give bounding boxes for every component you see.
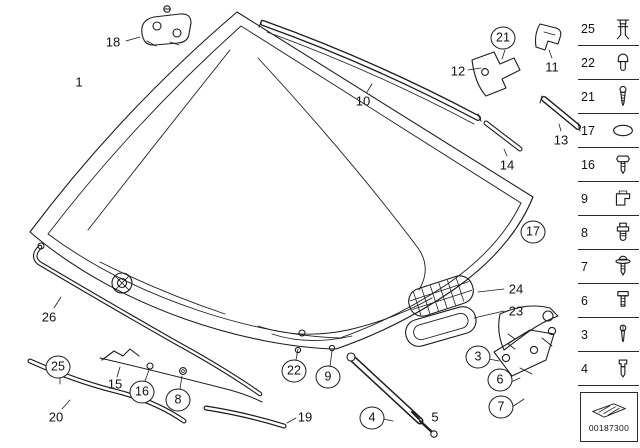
gasket-23 bbox=[405, 306, 477, 347]
leader-lines bbox=[53, 36, 562, 424]
shoulder-pin-icon bbox=[608, 355, 638, 382]
sidebar-item-7[interactable]: 7 bbox=[578, 250, 639, 284]
part-label-4[interactable]: 4 bbox=[359, 406, 385, 430]
part-number: 22 bbox=[581, 55, 595, 70]
part-label-25[interactable]: 25 bbox=[45, 355, 71, 379]
sidebar-item-4[interactable]: 4 bbox=[578, 352, 639, 386]
part-label-15[interactable]: 15 bbox=[107, 376, 123, 392]
diagram-id: 00187300 bbox=[588, 423, 630, 433]
part-label-22[interactable]: 22 bbox=[281, 359, 307, 383]
part-label-10[interactable]: 10 bbox=[355, 93, 371, 109]
part-label-7[interactable]: 7 bbox=[488, 395, 514, 419]
hex-screw-icon bbox=[608, 151, 638, 178]
part-label-16[interactable]: 16 bbox=[129, 380, 155, 404]
sidebar-item-17[interactable]: 17 bbox=[578, 114, 639, 148]
hinge-bracket-18 bbox=[141, 5, 192, 47]
strip-13 bbox=[539, 95, 581, 132]
part-label-14[interactable]: 14 bbox=[499, 157, 515, 173]
sidebar-item-21[interactable]: 21 bbox=[578, 80, 639, 114]
hinge-assembly bbox=[493, 305, 559, 377]
sidebar-item-25[interactable]: 25 bbox=[578, 12, 639, 46]
part-label-12[interactable]: 12 bbox=[450, 63, 466, 79]
part-label-21[interactable]: 21 bbox=[490, 26, 516, 50]
hood-outline bbox=[29, 11, 534, 350]
diagram-id-box: 00187300 bbox=[580, 392, 638, 442]
part-number: 6 bbox=[581, 293, 588, 308]
sidebar-item-22[interactable]: 22 bbox=[578, 46, 639, 80]
part-label-24[interactable]: 24 bbox=[508, 281, 524, 297]
part-label-8[interactable]: 8 bbox=[165, 388, 191, 412]
part-label-26[interactable]: 26 bbox=[41, 309, 57, 325]
sidebar-item-6[interactable]: 6 bbox=[578, 284, 639, 318]
sidebar-item-9[interactable]: 9 bbox=[578, 182, 639, 216]
clip-icon bbox=[608, 185, 638, 212]
bracket-12 bbox=[471, 51, 521, 97]
strip-19 bbox=[203, 405, 287, 429]
mesh-insert-24 bbox=[408, 275, 474, 317]
small-screw-icon bbox=[608, 321, 638, 348]
gas-strut-5 bbox=[346, 352, 438, 438]
part-label-6[interactable]: 6 bbox=[487, 368, 513, 392]
bolt-washer-icon bbox=[608, 253, 638, 280]
part-label-3[interactable]: 3 bbox=[465, 345, 491, 369]
screw-icon bbox=[608, 83, 638, 110]
bolt-icon bbox=[608, 287, 638, 314]
part-number: 7 bbox=[581, 259, 588, 274]
plug-icon bbox=[608, 219, 638, 246]
part-number: 25 bbox=[581, 21, 595, 36]
mounting-rail-15 bbox=[99, 348, 263, 403]
part-number: 3 bbox=[581, 327, 588, 342]
seal-ring-icon bbox=[608, 117, 638, 144]
sidebar-item-8[interactable]: 8 bbox=[578, 216, 639, 250]
grommet-icon bbox=[608, 49, 638, 76]
part-label-18[interactable]: 18 bbox=[105, 34, 121, 50]
part-number: 16 bbox=[581, 157, 595, 172]
part-number: 21 bbox=[581, 89, 595, 104]
sidebar-item-3[interactable]: 3 bbox=[578, 318, 639, 352]
expanding-rivet-icon bbox=[608, 15, 638, 42]
part-label-17[interactable]: 17 bbox=[520, 220, 546, 244]
part-number: 8 bbox=[581, 225, 588, 240]
front-seal-26 bbox=[32, 242, 263, 397]
part-label-19[interactable]: 19 bbox=[297, 409, 313, 425]
part-number: 17 bbox=[581, 123, 595, 138]
clip-11 bbox=[534, 23, 562, 51]
part-label-20[interactable]: 20 bbox=[48, 409, 64, 425]
part-label-1[interactable]: 1 bbox=[75, 74, 83, 90]
molding-strip-10 bbox=[258, 19, 482, 125]
part-number: 9 bbox=[581, 191, 588, 206]
sidebar-item-16[interactable]: 16 bbox=[578, 148, 639, 182]
part-label-11[interactable]: 11 bbox=[545, 59, 559, 75]
strip-14 bbox=[483, 120, 523, 152]
emblem-roundel bbox=[111, 272, 133, 294]
part-number: 4 bbox=[581, 361, 588, 376]
part-label-23[interactable]: 23 bbox=[508, 303, 524, 319]
part-label-5[interactable]: 5 bbox=[431, 409, 439, 425]
part-label-13[interactable]: 13 bbox=[553, 132, 569, 148]
parts-sidebar: 25 22 21 17 16 9 8 7 bbox=[578, 12, 639, 386]
part-label-9[interactable]: 9 bbox=[315, 365, 341, 389]
plate-icon bbox=[591, 403, 627, 418]
